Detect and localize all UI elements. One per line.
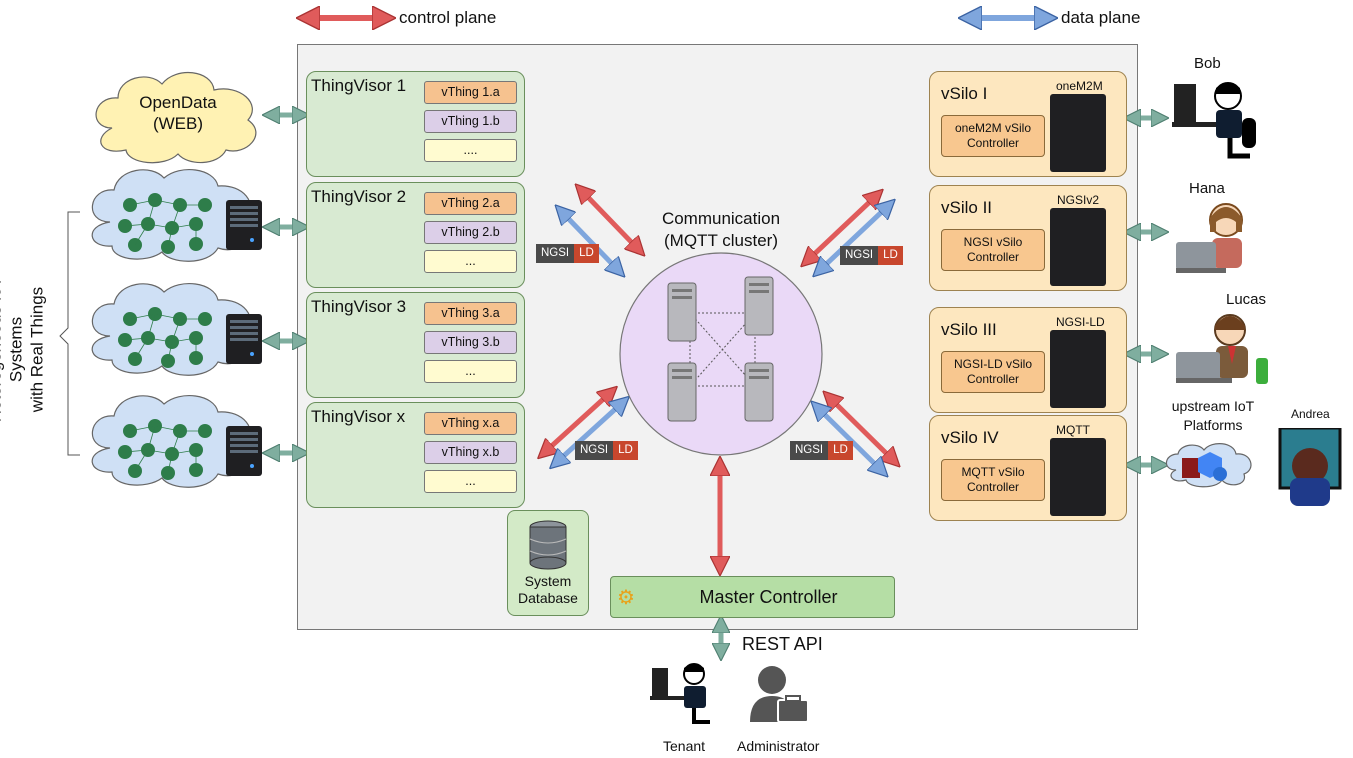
control-plane-label: control plane <box>399 8 497 27</box>
vsilo-title: vSilo II <box>941 198 993 217</box>
user-bob-label: Bob <box>1194 55 1221 72</box>
vsilo-title: vSilo I <box>941 84 988 103</box>
system-database: System Database <box>507 510 589 616</box>
vthing-a: vThing 2.a <box>424 192 517 215</box>
iot-cloud-1 <box>91 169 262 262</box>
vthing-more: ... <box>424 470 517 493</box>
database-icon <box>529 520 567 570</box>
iot-cloud-3 <box>91 395 262 488</box>
vthing-a: vThing x.a <box>424 412 517 435</box>
vthing-b: vThing x.b <box>424 441 517 464</box>
thingvisor-title: ThingVisor 1 <box>311 76 407 95</box>
user-lucas-label: Lucas <box>1226 291 1267 308</box>
iot-systems-bracket <box>59 211 80 456</box>
vsilo-protocol: NGSIv2 <box>1057 193 1100 207</box>
vthing-more: ... <box>424 360 517 383</box>
server-icon <box>1050 330 1106 408</box>
data-plane-label: data plane <box>1061 8 1141 27</box>
hana-user-icon <box>1176 198 1266 276</box>
thingvisor-title: ThingVisor 3 <box>311 297 407 316</box>
thingvisor-title: ThingVisor x <box>311 407 406 426</box>
thingvisor-1: ThingVisor 1 vThing 1.a vThing 1.b .... <box>306 71 525 177</box>
iot-cloud-2 <box>91 283 262 376</box>
thingvisor-2: ThingVisor 2 vThing 2.a vThing 2.b ... <box>306 182 525 288</box>
vsilo-protocol: oneM2M <box>1056 79 1103 93</box>
gear-icon: ⚙ <box>617 587 635 609</box>
server-icon <box>1050 208 1106 286</box>
mqtt-cluster-circle <box>619 252 823 456</box>
opendata-label: OpenData (WEB) <box>139 93 217 133</box>
upstream-platforms-label: upstream IoT Platforms <box>1171 398 1255 433</box>
master-controller: ⚙ Master Controller <box>610 576 895 618</box>
vsilo-title: vSilo IV <box>941 428 999 447</box>
vthing-more: .... <box>424 139 517 162</box>
andrea-user-icon <box>1278 428 1342 508</box>
vsilo-title: vSilo III <box>941 320 997 339</box>
thingvisor-3: ThingVisor 3 vThing 3.a vThing 3.b ... <box>306 292 525 398</box>
vthing-b: vThing 2.b <box>424 221 517 244</box>
vthing-more: ... <box>424 250 517 273</box>
rest-api-label: REST API <box>742 634 823 654</box>
thingvisor-title: ThingVisor 2 <box>311 187 407 206</box>
iot-systems-label: Heterogeneous IoT Systems with Real Thin… <box>0 276 47 423</box>
vsilo-protocol: NGSI-LD <box>1056 315 1105 329</box>
thingvisor-x: ThingVisor x vThing x.a vThing x.b ... <box>306 402 525 508</box>
administrator-icon <box>748 664 810 724</box>
vthing-b: vThing 3.b <box>424 331 517 354</box>
upstream-cloud-icon <box>1158 440 1258 490</box>
lucas-user-icon <box>1176 308 1272 386</box>
server-icon <box>1050 438 1106 516</box>
tenant-icon <box>648 660 718 726</box>
opendata-cloud <box>95 71 257 164</box>
server-icon <box>1050 94 1106 172</box>
bob-user-icon <box>1170 78 1266 162</box>
vthing-a: vThing 3.a <box>424 302 517 325</box>
master-controller-label: Master Controller <box>699 587 838 607</box>
communication-label: Communication (MQTT cluster) <box>661 209 781 250</box>
vthing-b: vThing 1.b <box>424 110 517 133</box>
cluster-server-icons <box>667 276 774 422</box>
tenant-label: Tenant <box>663 738 706 754</box>
vthing-a: vThing 1.a <box>424 81 517 104</box>
user-andrea-label: Andrea <box>1291 407 1330 421</box>
administrator-label: Administrator <box>737 738 820 754</box>
user-hana-label: Hana <box>1189 180 1225 197</box>
vsilo-protocol: MQTT <box>1056 423 1090 437</box>
